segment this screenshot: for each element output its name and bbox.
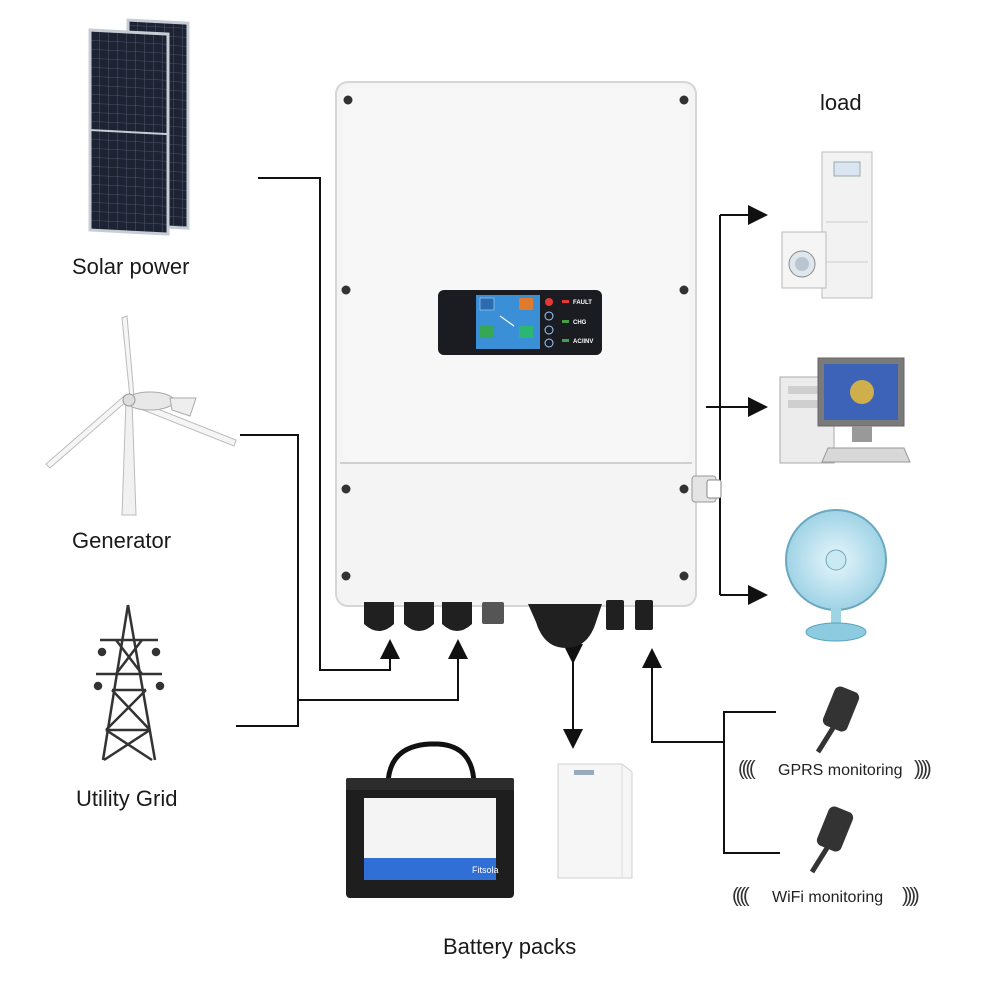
battery-brand-label: Fitsola (472, 865, 499, 875)
lead-acid-battery-icon: Fitsola (346, 741, 514, 898)
battery-packs-label: Battery packs (443, 934, 577, 959)
indicator-charge: CHG (573, 320, 587, 326)
power-tower-icon (93, 604, 165, 762)
monitoring-wiring (642, 648, 780, 854)
signal-waves-right-icon: )))) (902, 885, 920, 907)
gprs-dongle-icon (815, 686, 860, 754)
computer-icon (779, 357, 911, 464)
wifi-monitoring-label: WiFi monitoring (772, 889, 884, 906)
gprs-monitoring-label: GPRS monitoring (778, 762, 903, 779)
fan-icon (785, 509, 887, 642)
utility-grid-label: Utility Grid (76, 786, 178, 811)
wind-turbine-icon (45, 315, 237, 516)
washing-machine-icon (781, 231, 827, 289)
lithium-battery-icon (557, 763, 633, 879)
signal-waves-right-icon: )))) (914, 758, 932, 780)
inverter-connectors (364, 600, 653, 648)
signal-waves-left-icon: (((( (732, 885, 750, 907)
inverter-display: FAULT CHG AC/INV (438, 290, 602, 355)
solar-power-label: Solar power (72, 254, 190, 279)
indicator-ac-inv: AC/INV (573, 339, 593, 345)
wifi-dongle-icon (809, 806, 854, 874)
generator-label: Generator (72, 528, 172, 553)
signal-waves-left-icon: (((( (738, 758, 756, 780)
solar-panel-icon (88, 18, 190, 236)
indicator-fault: FAULT (573, 300, 592, 306)
load-label: load (820, 90, 862, 115)
input-wiring (236, 177, 468, 727)
air-conditioner-icon (821, 151, 873, 299)
load-wiring (706, 205, 768, 605)
